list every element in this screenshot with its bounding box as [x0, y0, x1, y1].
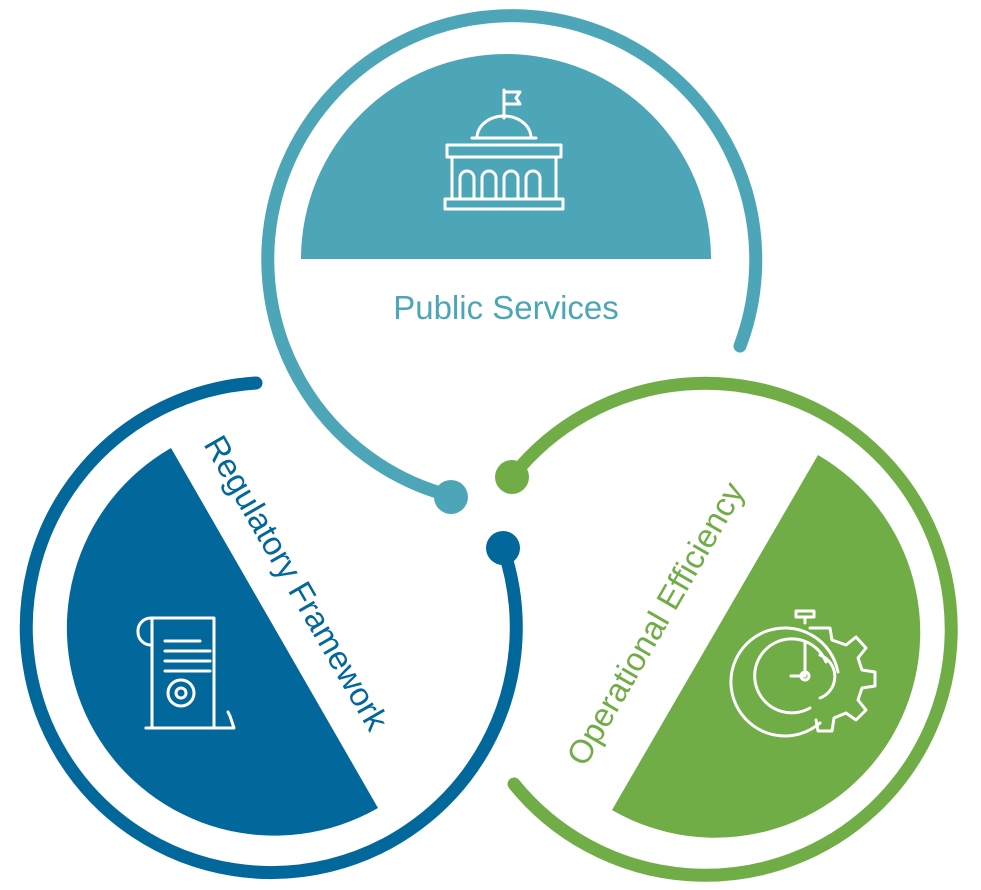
- segment-operational-efficiency: Operational Efficiency: [495, 376, 958, 882]
- regulatory-framework-ring: [19, 376, 523, 880]
- regulatory-framework-half-disc: [66, 448, 378, 836]
- operational-efficiency-ring-end-dot: [495, 460, 529, 494]
- public-services-label: Public Services: [393, 289, 619, 326]
- segment-public-services: Public Services: [261, 9, 763, 514]
- operational-efficiency-ring: [505, 376, 958, 882]
- public-services-ring: [261, 9, 763, 503]
- certificate-scroll-icon: [136, 616, 236, 730]
- capitol-building-icon: [443, 88, 565, 211]
- clock-gear-icon: [729, 609, 877, 738]
- segment-regulatory-framework: Regulatory Framework: [19, 376, 523, 880]
- regulatory-framework-ring-end-dot: [486, 531, 520, 565]
- operational-efficiency-half-disc: [612, 455, 921, 838]
- public-services-ring-end-dot: [434, 480, 468, 514]
